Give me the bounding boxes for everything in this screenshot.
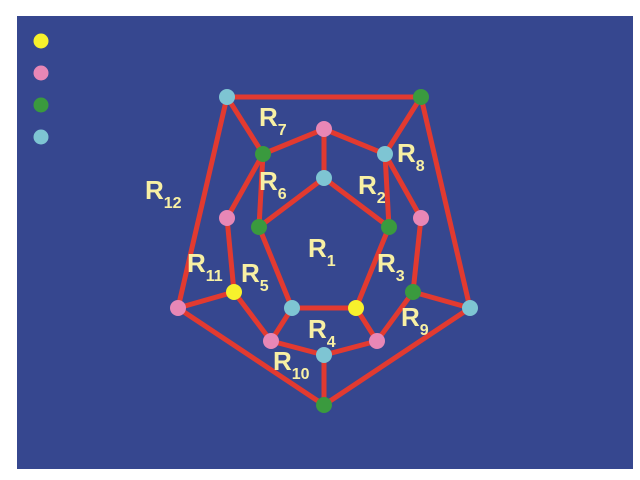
edge-mid-right-mid-rlow bbox=[410, 215, 424, 295]
region-label-r2: R2 bbox=[358, 170, 386, 207]
vertex-in-bl bbox=[284, 300, 300, 316]
region-subscript: 12 bbox=[164, 195, 182, 212]
region-letter: R bbox=[308, 233, 327, 263]
vertex-out-bottom bbox=[316, 397, 332, 413]
edge-out-tr-mid-ur bbox=[382, 94, 424, 157]
region-subscript: 8 bbox=[416, 158, 425, 175]
vertex-in-right bbox=[381, 219, 397, 235]
vertex-mid-left-low bbox=[226, 284, 242, 300]
region-label-r7: R7 bbox=[259, 102, 287, 139]
region-subscript: 5 bbox=[260, 278, 269, 295]
region-subscript: 6 bbox=[278, 186, 287, 203]
legend-dot-2 bbox=[33, 65, 49, 81]
region-label-r3: R3 bbox=[377, 248, 405, 285]
region-letter: R bbox=[358, 170, 377, 200]
vertex-mid-left bbox=[219, 210, 235, 226]
region-subscript: 11 bbox=[206, 268, 223, 285]
region-letter: R bbox=[401, 302, 420, 332]
region-label-r9: R9 bbox=[401, 302, 429, 339]
region-label-r5: R5 bbox=[241, 258, 269, 295]
edge-in-left-mid-ul bbox=[256, 151, 266, 230]
region-subscript: 3 bbox=[396, 268, 405, 285]
region-letter: R bbox=[187, 248, 206, 278]
vertex-mid-rlow bbox=[405, 284, 421, 300]
vertex-mid-br bbox=[369, 333, 385, 349]
legend-dot-3 bbox=[33, 97, 49, 113]
region-letter: R bbox=[397, 138, 416, 168]
region-subscript: 10 bbox=[292, 366, 310, 383]
vertex-out-left bbox=[170, 300, 186, 316]
edge-out-bottom-out-left bbox=[175, 305, 327, 408]
edge-in-bl-in-left bbox=[256, 224, 295, 311]
region-letter: R bbox=[259, 102, 278, 132]
region-letter: R bbox=[145, 175, 164, 205]
region-subscript: 1 bbox=[327, 253, 336, 270]
edge-out-left-mid-left-low bbox=[175, 289, 237, 311]
edge-mid-ur-mid-right bbox=[382, 151, 424, 221]
vertex-mid-ul bbox=[255, 146, 271, 162]
vertex-out-tl bbox=[219, 89, 235, 105]
region-label-r8: R8 bbox=[397, 138, 425, 175]
graph-edges bbox=[175, 94, 473, 408]
edge-mid-left-mid-ul bbox=[224, 151, 266, 221]
vertex-mid-top bbox=[316, 121, 332, 137]
region-label-r1: R1 bbox=[308, 233, 336, 270]
edge-mid-br-mid-bottom bbox=[321, 338, 380, 358]
edge-mid-ul-mid-top bbox=[260, 126, 327, 157]
graph-vertices bbox=[170, 89, 478, 413]
region-label-r6: R6 bbox=[259, 166, 287, 203]
edge-mid-bottom-mid-bl bbox=[268, 338, 327, 358]
vertex-out-right bbox=[462, 300, 478, 316]
region-letter: R bbox=[259, 166, 278, 196]
region-letter: R bbox=[308, 314, 327, 344]
edge-mid-left-low-mid-left bbox=[224, 215, 237, 295]
vertex-mid-right bbox=[413, 210, 429, 226]
region-subscript: 9 bbox=[420, 322, 429, 339]
vertex-in-top bbox=[316, 170, 332, 186]
edge-out-tl-mid-ul bbox=[224, 94, 266, 157]
edge-in-right-mid-ur bbox=[382, 151, 392, 230]
legend-dot-1 bbox=[33, 33, 49, 49]
vertex-in-left bbox=[251, 219, 267, 235]
edge-in-right-in-br bbox=[353, 224, 392, 311]
vertex-mid-bottom bbox=[316, 347, 332, 363]
region-letter: R bbox=[377, 248, 396, 278]
region-subscript: 7 bbox=[278, 122, 287, 139]
region-label-r11: R11 bbox=[187, 248, 223, 285]
edge-mid-top-mid-ur bbox=[321, 126, 388, 157]
edge-mid-rlow-mid-br bbox=[374, 289, 416, 344]
region-label-r10: R10 bbox=[273, 346, 310, 383]
legend-dot-4 bbox=[33, 129, 49, 145]
region-letter: R bbox=[241, 258, 260, 288]
region-subscript: 4 bbox=[327, 334, 336, 351]
vertex-in-br bbox=[348, 300, 364, 316]
edge-in-top-in-right bbox=[321, 175, 392, 230]
region-subscript: 2 bbox=[377, 190, 386, 207]
region-label-r4: R4 bbox=[308, 314, 336, 351]
edge-out-tr-out-right bbox=[418, 94, 473, 311]
edge-out-left-out-tl bbox=[175, 94, 230, 311]
edge-out-right-out-bottom bbox=[321, 305, 473, 408]
vertex-out-tr bbox=[413, 89, 429, 105]
region-label-r12: R12 bbox=[145, 175, 182, 212]
edge-out-right-mid-rlow bbox=[410, 289, 473, 311]
vertex-mid-ur bbox=[377, 146, 393, 162]
edge-in-left-in-top bbox=[256, 175, 327, 230]
region-letter: R bbox=[273, 346, 292, 376]
legend bbox=[33, 33, 49, 145]
edge-mid-bl-mid-left-low bbox=[231, 289, 274, 344]
vertex-mid-bl bbox=[263, 333, 279, 349]
